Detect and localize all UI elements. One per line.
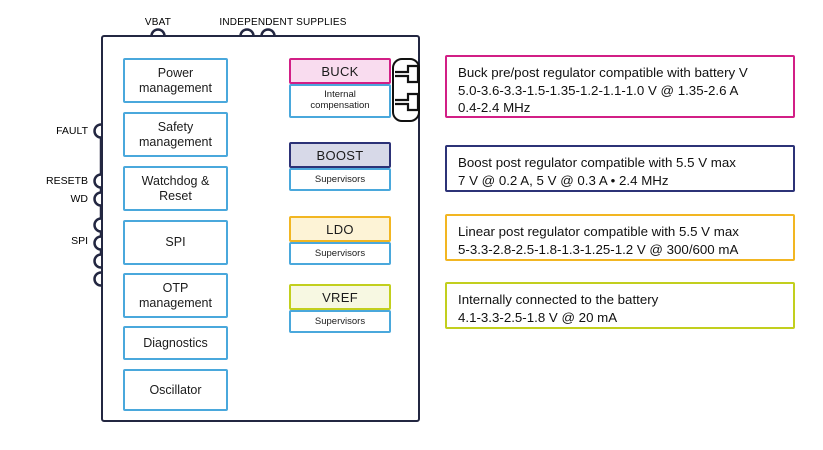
function-block-line1: Safety: [157, 120, 194, 135]
callout-buck: Buck pre/post regulator compatible with …: [445, 55, 795, 118]
function-block-line1: Watchdog &: [141, 174, 210, 189]
callout-vref: Internally connected to the battery 4.1-…: [445, 282, 795, 329]
function-block-line2: management: [139, 295, 212, 310]
regulator-name: BUCK: [321, 63, 359, 79]
regulator-name: VREF: [322, 289, 358, 305]
callout-boost: Boost post regulator compatible with 5.5…: [445, 145, 795, 192]
function-block-line2: Reset: [159, 188, 192, 203]
regulator-sub-buck-internal-compensation[interactable]: Internal compensation: [289, 84, 391, 118]
pin-label-resetb: RESETB: [45, 175, 88, 187]
pin-label-fault: FAULT: [56, 125, 88, 137]
regulator-sub-ldo-supervisors[interactable]: Supervisors: [289, 242, 391, 265]
function-block-diagnostics[interactable]: Diagnostics: [123, 326, 228, 360]
function-block-watchdog-reset[interactable]: Watchdog & Reset: [123, 166, 228, 211]
function-block-safety-management[interactable]: Safety management: [123, 112, 228, 157]
function-block-power-management[interactable]: Power management: [123, 58, 228, 103]
regulator-header-vref[interactable]: VREF: [289, 284, 391, 310]
function-block-line1: Diagnostics: [143, 335, 208, 350]
regulator-sub-line2: compensation: [310, 100, 370, 111]
regulator-name: LDO: [326, 221, 354, 237]
callout-ldo: Linear post regulator compatible with 5.…: [445, 214, 795, 261]
inductor-icon: [392, 58, 420, 122]
regulator-sub-line1: Supervisors: [314, 174, 366, 185]
function-block-line1: OTP: [162, 281, 189, 296]
function-block-spi[interactable]: SPI: [123, 220, 228, 265]
callout-line: Linear post regulator compatible with 5.…: [458, 224, 739, 239]
callout-line: Internally connected to the battery: [458, 292, 659, 307]
function-block-line1: Power: [157, 66, 194, 81]
callout-line: 5-3.3-2.8-2.5-1.8-1.3-1.25-1.2 V @ 300/6…: [458, 241, 739, 257]
function-block-line1: SPI: [165, 235, 186, 250]
top-pin-label-vbat: VBAT: [144, 17, 172, 28]
callout-line: 7 V @ 0.2 A, 5 V @ 0.3 A • 2.4 MHz: [458, 172, 669, 188]
function-block-line2: management: [139, 80, 212, 95]
regulator-name: BOOST: [316, 147, 364, 163]
regulator-sub-vref-supervisors[interactable]: Supervisors: [289, 310, 391, 333]
regulator-sub-line1: Internal: [324, 89, 356, 101]
regulator-sub-line1: Supervisors: [314, 248, 366, 259]
function-block-line2: management: [139, 134, 212, 149]
regulator-header-buck[interactable]: BUCK: [289, 58, 391, 84]
regulator-header-boost[interactable]: BOOST: [289, 142, 391, 168]
regulator-sub-boost-supervisors[interactable]: Supervisors: [289, 168, 391, 191]
callout-line: Buck pre/post regulator compatible with …: [458, 65, 748, 80]
callout-line: Boost post regulator compatible with 5.5…: [458, 155, 736, 170]
callout-line: 0.4-2.4 MHz: [458, 100, 531, 116]
function-block-line1: Oscillator: [149, 382, 202, 397]
pin-label-spi: SPI: [71, 235, 88, 247]
function-block-otp-management[interactable]: OTP management: [123, 273, 228, 318]
top-pin-label-independent-supplies: INDEPENDENT SUPPLIES: [219, 17, 347, 28]
pin-label-wd: WD: [70, 193, 89, 205]
regulator-header-ldo[interactable]: LDO: [289, 216, 391, 242]
regulator-sub-line1: Supervisors: [314, 316, 366, 327]
function-block-oscillator[interactable]: Oscillator: [123, 369, 228, 411]
callout-line: 5.0-3.6-3.3-1.5-1.35-1.2-1.1-1.0 V @ 1.3…: [458, 82, 739, 98]
callout-line: 4.1-3.3-2.5-1.8 V @ 20 mA: [458, 309, 618, 325]
